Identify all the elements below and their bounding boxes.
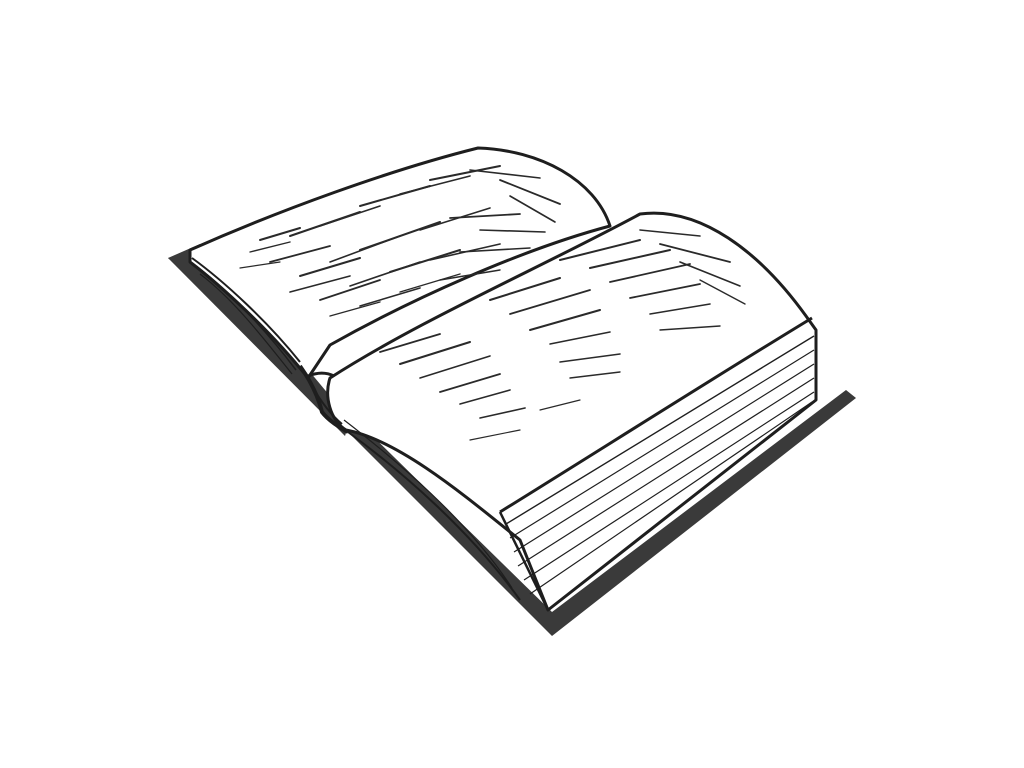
right-page-stack — [326, 211, 818, 612]
left-page-hatching — [239, 165, 561, 317]
left-page — [188, 146, 612, 380]
book-spine-gutter — [298, 364, 349, 434]
right-page-hatching — [379, 229, 746, 441]
book-cover-shadow — [168, 244, 856, 636]
